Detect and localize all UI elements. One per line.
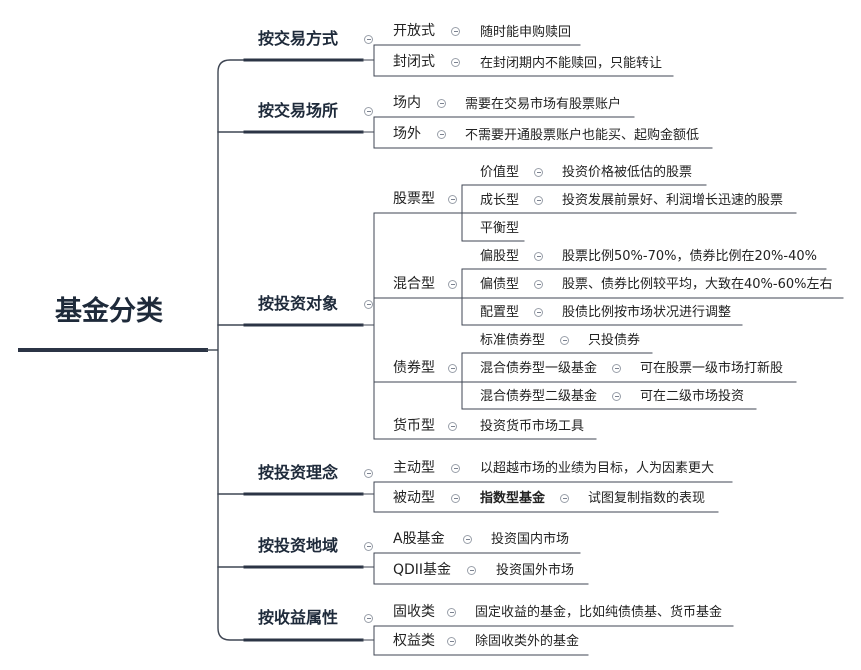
leaf-growth[interactable]: 投资发展前景好、利润增长迅速的股票 <box>562 193 784 208</box>
node-fixed-income[interactable]: 固收类 <box>393 604 435 620</box>
collapse-icon[interactable] <box>463 535 472 544</box>
leaf-equity-biased[interactable]: 股票比例50%-70%，债券比例在20%-40% <box>562 249 817 264</box>
collapse-icon[interactable] <box>447 608 456 617</box>
leaf-equity[interactable]: 除固收类外的基金 <box>475 634 580 649</box>
node-allocation[interactable]: 配置型 <box>480 305 520 320</box>
node-closed-end[interactable]: 封闭式 <box>393 54 435 70</box>
collapse-icon[interactable] <box>364 107 373 116</box>
node-qdii[interactable]: QDII基金 <box>393 562 452 578</box>
collapse-icon[interactable] <box>448 364 457 373</box>
collapse-icon[interactable] <box>364 542 373 551</box>
leaf-a-share[interactable]: 投资国内市场 <box>491 532 570 547</box>
collapse-icon[interactable] <box>534 196 543 205</box>
leaf-on-exchange[interactable]: 需要在交易市场有股票账户 <box>465 97 622 112</box>
collapse-icon[interactable] <box>451 494 460 503</box>
collapse-icon[interactable] <box>437 99 446 108</box>
node-off-exchange[interactable]: 场外 <box>393 126 421 142</box>
leaf-bond-biased[interactable]: 股票、债券比例较平均，大致在40%-60%左右 <box>562 277 833 292</box>
category-investment-region[interactable]: 按投资地域 <box>258 536 339 555</box>
node-on-exchange[interactable]: 场内 <box>393 95 421 111</box>
node-growth[interactable]: 成长型 <box>480 193 520 208</box>
collapse-icon[interactable] <box>560 336 569 345</box>
collapse-icon[interactable] <box>451 58 460 67</box>
collapse-icon[interactable] <box>437 130 446 139</box>
collapse-icon[interactable] <box>534 308 543 317</box>
node-a-share[interactable]: A股基金 <box>393 531 445 547</box>
leaf-allocation[interactable]: 股债比例按市场状况进行调整 <box>562 305 732 320</box>
leaf-closed-end[interactable]: 在封闭期内不能赎回，只能转让 <box>480 56 663 71</box>
node-bond-fund[interactable]: 债券型 <box>393 360 435 376</box>
node-value[interactable]: 价值型 <box>480 165 520 180</box>
node-balanced[interactable]: 平衡型 <box>480 221 520 236</box>
category-trading-venue[interactable]: 按交易场所 <box>258 101 339 120</box>
node-open-end[interactable]: 开放式 <box>393 23 435 39</box>
collapse-icon[interactable] <box>448 280 457 289</box>
node-money-fund[interactable]: 货币型 <box>393 418 435 434</box>
category-investment-target[interactable]: 按投资对象 <box>258 294 339 313</box>
node-hybrid-bond-2[interactable]: 混合债券型二级基金 <box>480 389 598 404</box>
leaf-hybrid-bond-2[interactable]: 可在二级市场投资 <box>640 389 745 404</box>
collapse-icon[interactable] <box>448 422 457 431</box>
node-bond-biased[interactable]: 偏债型 <box>480 277 520 292</box>
collapse-icon[interactable] <box>364 300 373 309</box>
node-equity[interactable]: 权益类 <box>393 633 435 649</box>
leaf-hybrid-bond-1[interactable]: 可在股票一级市场打新股 <box>640 361 784 376</box>
collapse-icon[interactable] <box>534 252 543 261</box>
node-index-fund[interactable]: 指数型基金 <box>480 491 546 506</box>
collapse-icon[interactable] <box>448 195 457 204</box>
node-hybrid-bond-1[interactable]: 混合债券型一级基金 <box>480 361 598 376</box>
category-trading-method[interactable]: 按交易方式 <box>258 29 339 48</box>
leaf-money-fund[interactable]: 投资货币市场工具 <box>480 419 585 434</box>
collapse-icon[interactable] <box>447 637 456 646</box>
connector-curve <box>217 350 245 641</box>
collapse-icon[interactable] <box>612 392 621 401</box>
collapse-icon[interactable] <box>612 364 621 373</box>
collapse-icon[interactable] <box>364 614 373 623</box>
connector-curve <box>217 59 245 350</box>
collapse-icon[interactable] <box>364 469 373 478</box>
leaf-standard-bond[interactable]: 只投债券 <box>588 333 641 348</box>
node-standard-bond[interactable]: 标准债券型 <box>480 333 546 348</box>
leaf-value[interactable]: 投资价格被低估的股票 <box>562 165 693 180</box>
collapse-icon[interactable] <box>451 27 460 36</box>
collapse-icon[interactable] <box>467 566 476 575</box>
node-active[interactable]: 主动型 <box>393 460 435 476</box>
node-hybrid-fund[interactable]: 混合型 <box>393 276 435 292</box>
leaf-open-end[interactable]: 随时能申购赎回 <box>480 25 572 40</box>
node-equity-biased[interactable]: 偏股型 <box>480 249 520 264</box>
leaf-fixed-income[interactable]: 固定收益的基金，比如纯债债基、货币基金 <box>475 605 723 620</box>
collapse-icon[interactable] <box>534 280 543 289</box>
node-stock-fund[interactable]: 股票型 <box>393 191 435 207</box>
collapse-icon[interactable] <box>560 494 569 503</box>
collapse-icon[interactable] <box>364 35 373 44</box>
leaf-qdii[interactable]: 投资国外市场 <box>496 563 575 578</box>
leaf-index-fund[interactable]: 试图复制指数的表现 <box>588 491 706 506</box>
node-passive[interactable]: 被动型 <box>393 490 435 506</box>
category-investment-philosophy[interactable]: 按投资理念 <box>258 463 339 482</box>
collapse-icon[interactable] <box>534 168 543 177</box>
root-topic[interactable]: 基金分类 <box>55 296 163 327</box>
leaf-off-exchange[interactable]: 不需要开通股票账户也能买、起购金额低 <box>465 128 700 143</box>
leaf-active[interactable]: 以超越市场的业绩为目标，人为因素更大 <box>480 461 715 476</box>
category-return-attribute[interactable]: 按收益属性 <box>258 608 339 627</box>
collapse-icon[interactable] <box>451 464 460 473</box>
